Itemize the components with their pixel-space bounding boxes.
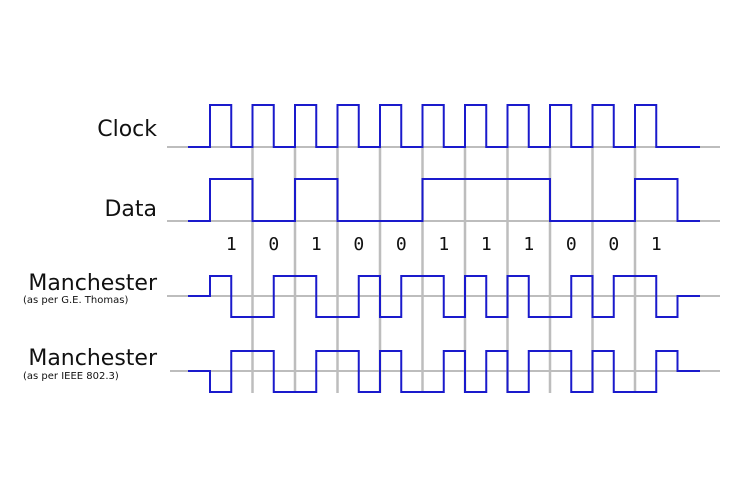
manchester-ieee-sublabel: (as per IEEE 802.3) bbox=[23, 371, 119, 382]
manchester-ieee-label: Manchester bbox=[28, 346, 158, 371]
bit-label: 0 bbox=[396, 234, 407, 255]
bit-label: 0 bbox=[268, 234, 279, 255]
clock-label: Clock bbox=[97, 117, 157, 142]
bit-label: 1 bbox=[226, 234, 237, 255]
bit-label: 1 bbox=[481, 234, 492, 255]
bit-label: 1 bbox=[311, 234, 322, 255]
bit-label: 1 bbox=[438, 234, 449, 255]
data-label: Data bbox=[104, 197, 157, 222]
data-signal bbox=[188, 178, 700, 222]
bit-label: 1 bbox=[523, 234, 534, 255]
manchester-thomas-label: Manchester bbox=[28, 271, 158, 296]
bit-labels: 1 0 1 0 0 1 1 1 0 0 1 bbox=[226, 234, 662, 255]
bit-label: 1 bbox=[651, 234, 662, 255]
manchester-thomas-signal bbox=[188, 275, 700, 318]
clock-signal bbox=[188, 104, 700, 148]
signals bbox=[188, 104, 700, 393]
manchester-thomas-sublabel: (as per G.E. Thomas) bbox=[23, 295, 128, 306]
bit-label: 0 bbox=[353, 234, 364, 255]
bit-label: 0 bbox=[608, 234, 619, 255]
manchester-ieee-signal bbox=[188, 350, 700, 393]
bit-label: 0 bbox=[566, 234, 577, 255]
